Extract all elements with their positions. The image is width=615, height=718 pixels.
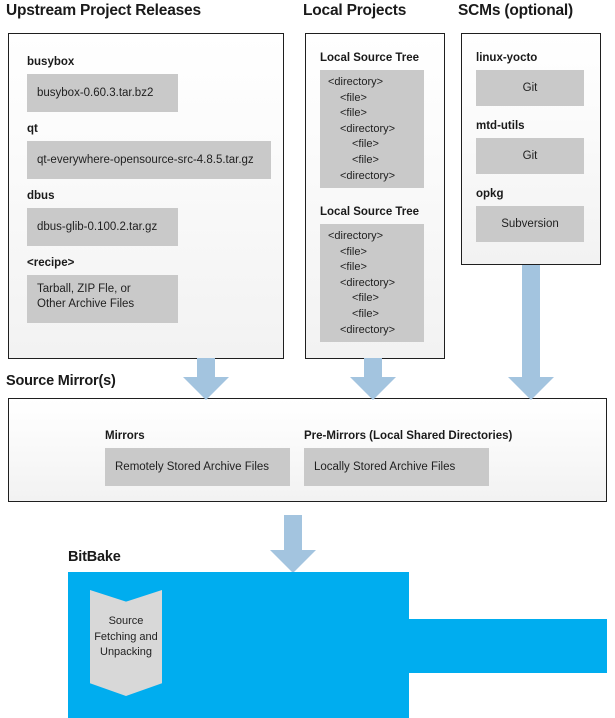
arrow-local-projects-to-mirror (350, 358, 396, 400)
upstream-entry-label-recipe: <recipe> (27, 257, 75, 269)
arrow-scms-to-mirror (508, 265, 554, 400)
panel-scms: linux-yocto Git mtd-utils Git opkg Subve… (461, 33, 601, 265)
scm-entry-label-opkg: opkg (476, 188, 504, 200)
tree-row: <directory> (340, 169, 396, 182)
upstream-entry-label-qt: qt (27, 123, 38, 135)
upstream-entry-value-busybox: busybox-0.60.3.tar.bz2 (27, 74, 178, 112)
tree-row: <file> (352, 292, 379, 305)
upstream-entry-label-busybox: busybox (27, 56, 75, 68)
task-line-3: Unpacking (100, 646, 152, 659)
panel-source-mirrors: Mirrors Remotely Stored Archive Files Pr… (8, 398, 607, 502)
upstream-recipe-line-1: Tarball, ZIP Fle, or (37, 283, 131, 295)
tree-row: <file> (340, 91, 367, 104)
section-title-bitbake: BitBake (68, 549, 121, 565)
upstream-recipe-line-2: Other Archive Files (37, 297, 135, 310)
arrow-mirror-to-bitbake (270, 515, 316, 573)
panel-local-projects: Local Source Tree <directory> <file> <fi… (305, 33, 445, 359)
upstream-entry-value-recipe: Tarball, ZIP Fle, or Other Archive Files (27, 275, 178, 323)
tree-row: <directory> (340, 323, 396, 336)
local-source-tree-2: <directory> <file> <file> <directory> <f… (320, 224, 424, 342)
tree-row: <directory> (340, 276, 396, 289)
tree-row: <file> (340, 107, 367, 120)
upstream-entry-label-dbus: dbus (27, 190, 55, 202)
mirror-entry-label-mirrors: Mirrors (105, 430, 145, 442)
bitbake-block-extension (409, 619, 607, 673)
section-title-local-projects: Local Projects (303, 2, 407, 19)
section-title-scms: SCMs (optional) (458, 2, 573, 19)
panel-upstream-project-releases: busybox busybox-0.60.3.tar.bz2 qt qt-eve… (8, 33, 284, 359)
scm-entry-value-opkg: Subversion (476, 206, 584, 242)
tree-row: <file> (340, 261, 367, 274)
task-source-fetching-and-unpacking: Source Fetching and Unpacking (90, 590, 162, 696)
task-line-1: Source (108, 615, 144, 627)
task-line-2: Fetching and (94, 630, 158, 643)
arrow-upstream-to-mirror (183, 358, 229, 400)
scm-entry-label-mtd-utils: mtd-utils (476, 120, 525, 132)
local-tree-label-1: Local Source Tree (320, 52, 420, 64)
tree-row: <file> (352, 308, 379, 321)
mirror-entry-value-pre-mirrors: Locally Stored Archive Files (304, 448, 489, 486)
scm-entry-value-mtd-utils: Git (476, 138, 584, 174)
upstream-entry-value-qt: qt-everywhere-opensource-src-4.8.5.tar.g… (27, 141, 271, 179)
local-source-tree-1: <directory> <file> <file> <directory> <f… (320, 70, 424, 188)
tree-row: <directory> (328, 76, 384, 88)
local-tree-label-2: Local Source Tree (320, 206, 420, 218)
tree-row: <directory> (328, 230, 384, 242)
upstream-entry-value-dbus: dbus-glib-0.100.2.tar.gz (27, 208, 178, 246)
mirror-entry-value-mirrors: Remotely Stored Archive Files (105, 448, 290, 486)
tree-row: <file> (340, 245, 367, 258)
scm-entry-value-linux-yocto: Git (476, 70, 584, 106)
tree-row: <file> (352, 154, 379, 167)
mirror-entry-label-pre-mirrors: Pre-Mirrors (Local Shared Directories) (304, 430, 513, 442)
tree-row: <directory> (340, 122, 396, 135)
scm-entry-label-linux-yocto: linux-yocto (476, 52, 538, 64)
section-title-source-mirrors: Source Mirror(s) (6, 373, 116, 389)
tree-row: <file> (352, 138, 379, 151)
section-title-upstream: Upstream Project Releases (6, 2, 201, 19)
